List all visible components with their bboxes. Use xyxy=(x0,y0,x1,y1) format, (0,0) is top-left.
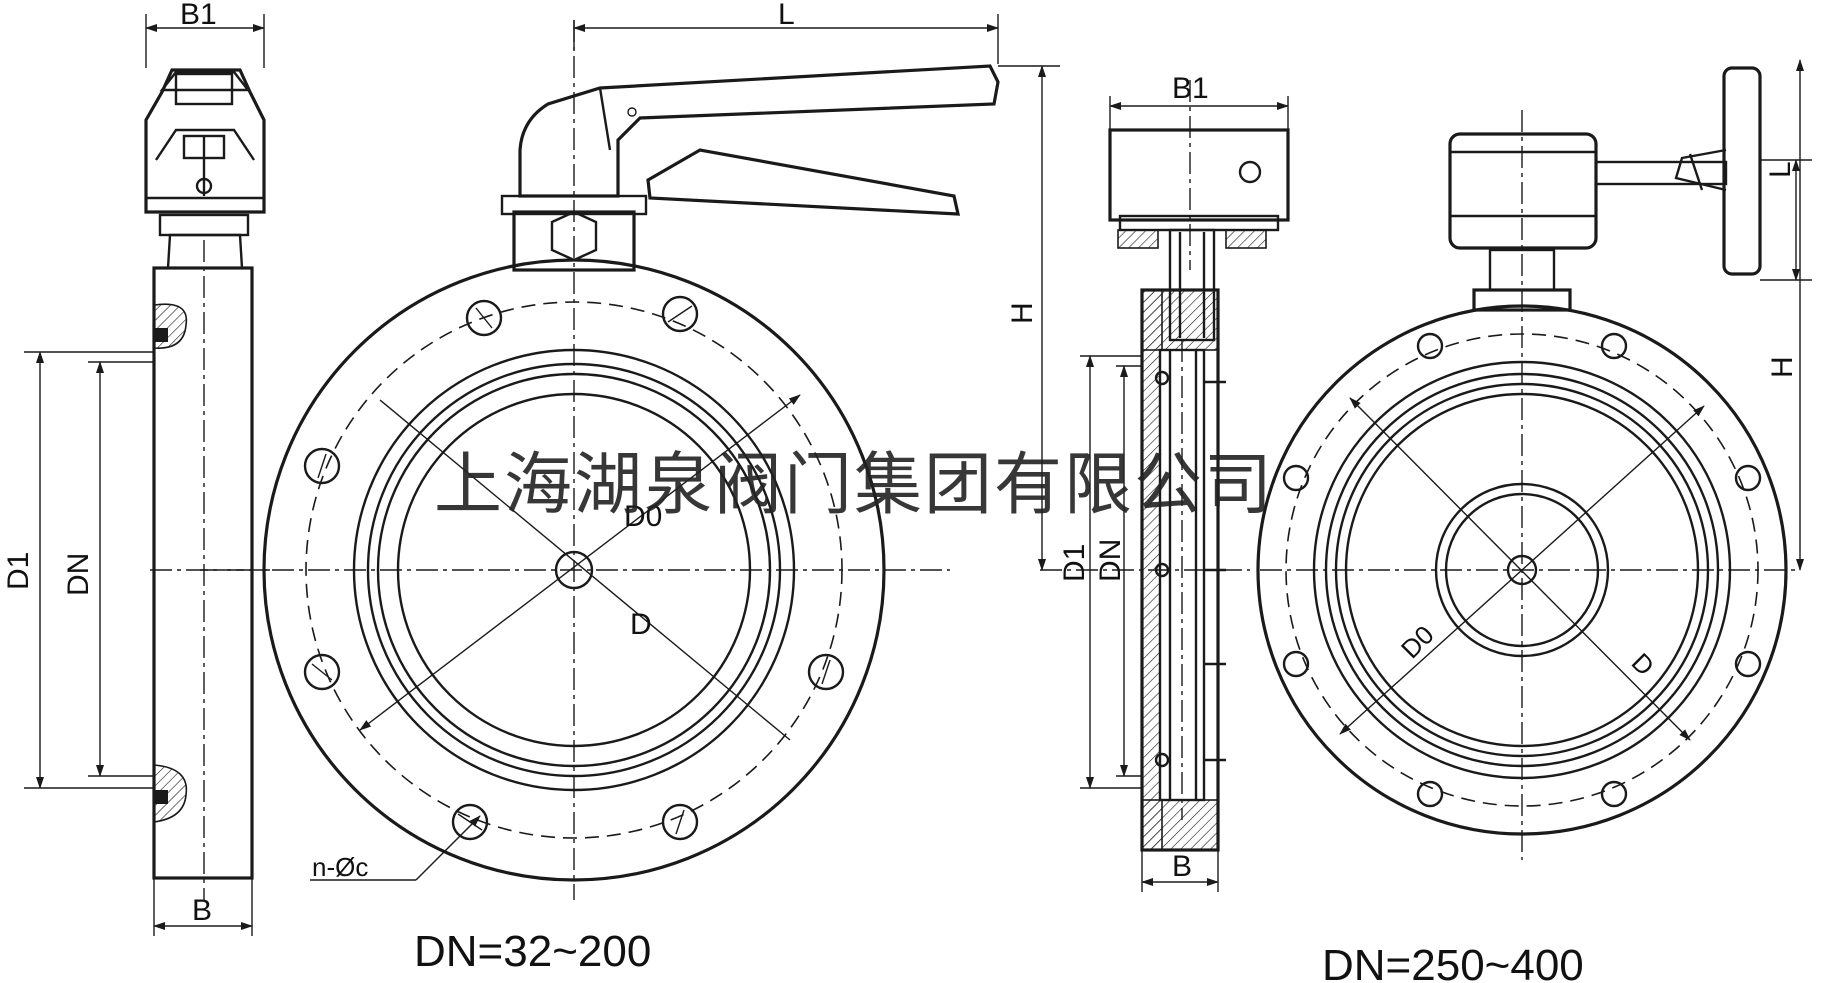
b-label-left: B xyxy=(192,894,212,927)
dn-label-left: DN xyxy=(62,553,95,596)
bolt-holes xyxy=(303,295,845,841)
l-label-left: L xyxy=(778,0,795,31)
side-view-small xyxy=(24,14,270,936)
d1-label-left: D1 xyxy=(2,552,35,590)
d0-label-right: D0 xyxy=(1395,620,1440,665)
d-label-right: D xyxy=(1626,647,1660,681)
bolt-holes-large xyxy=(1282,332,1762,808)
side-view-large xyxy=(1040,80,1290,892)
h-label-right: H xyxy=(1766,356,1799,378)
dn-label-right: DN xyxy=(1094,539,1127,582)
b1-label-right: B1 xyxy=(1172,72,1209,105)
b1-label-left: B1 xyxy=(180,0,217,31)
front-view-large xyxy=(1256,59,1812,860)
caption-right: DN=250~400 xyxy=(1322,941,1584,983)
caption-left: DN=32~200 xyxy=(414,927,651,976)
front-view-small xyxy=(200,14,1060,900)
b-label-right: B xyxy=(1172,850,1192,883)
d0-label-left: D0 xyxy=(624,500,662,533)
d1-label-right: D1 xyxy=(1058,544,1091,582)
holes-label: n-Øc xyxy=(312,852,368,882)
l-label-right: L xyxy=(1764,161,1797,178)
d-label-left: D xyxy=(630,608,652,641)
company-watermark: 上海湖泉阀门集团有限公司 xyxy=(434,446,1274,525)
h-label-left: H xyxy=(1006,302,1039,324)
